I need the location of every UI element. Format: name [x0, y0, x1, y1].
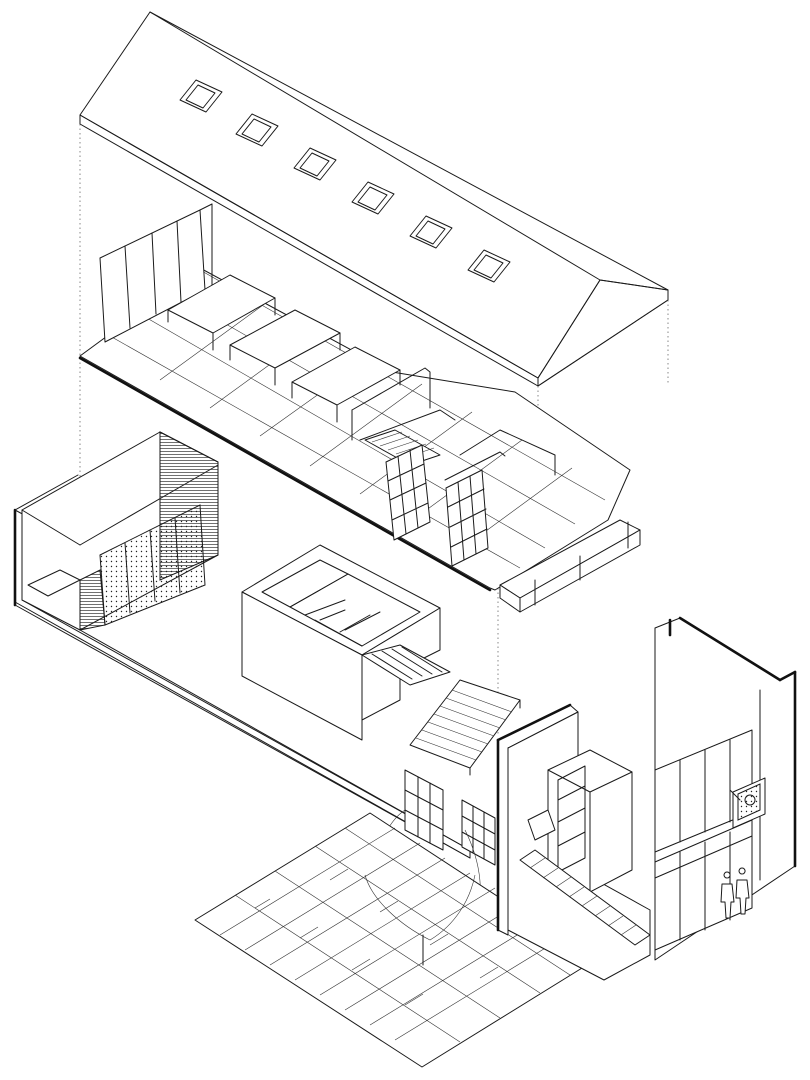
core-stair-upper: [361, 644, 451, 686]
roof-gable-base: [537, 299, 669, 387]
core-block: [241, 544, 521, 776]
person-figure: [720, 871, 735, 919]
core-partitions: [261, 559, 421, 647]
work-table: [291, 346, 401, 423]
grid-window: [385, 444, 431, 541]
skylight: [235, 113, 279, 147]
skylight: [293, 147, 337, 181]
low-cabinet: [499, 519, 641, 613]
railing: [351, 367, 556, 481]
roof-eave: [79, 114, 539, 379]
courtyard-paving: [194, 812, 596, 1068]
roof-ridge-end: [599, 279, 669, 291]
core-stair-flight: [409, 679, 521, 776]
skylight: [467, 249, 511, 283]
tree-canopy: [364, 874, 476, 941]
work-table: [167, 274, 276, 351]
upper-floor: [78, 203, 641, 613]
shelves: [547, 765, 633, 893]
skylight: [409, 215, 453, 249]
human-figures: [720, 867, 750, 919]
timber-slats: [79, 569, 106, 631]
core-front: [241, 591, 363, 741]
gable-wall: [654, 616, 797, 961]
signage-box: [729, 777, 766, 829]
floor-edge: [78, 356, 492, 592]
roof-gable-edge: [537, 279, 601, 379]
skylight: [179, 79, 223, 113]
bench: [27, 569, 81, 597]
wall-top: [14, 474, 79, 511]
roof-ridge: [149, 11, 601, 281]
skylights: [179, 79, 511, 283]
grid-window: [404, 769, 444, 851]
grid-window: [461, 799, 496, 866]
person-figure: [735, 867, 750, 915]
entrance-volume: [496, 703, 651, 981]
ground-floor: [13, 431, 471, 859]
skylight: [351, 181, 395, 215]
grid-window: [445, 469, 489, 567]
entrance-stair: [519, 809, 651, 946]
roof-eave-lower: [79, 123, 539, 387]
work-table: [229, 309, 341, 386]
wall-cap: [496, 703, 572, 742]
